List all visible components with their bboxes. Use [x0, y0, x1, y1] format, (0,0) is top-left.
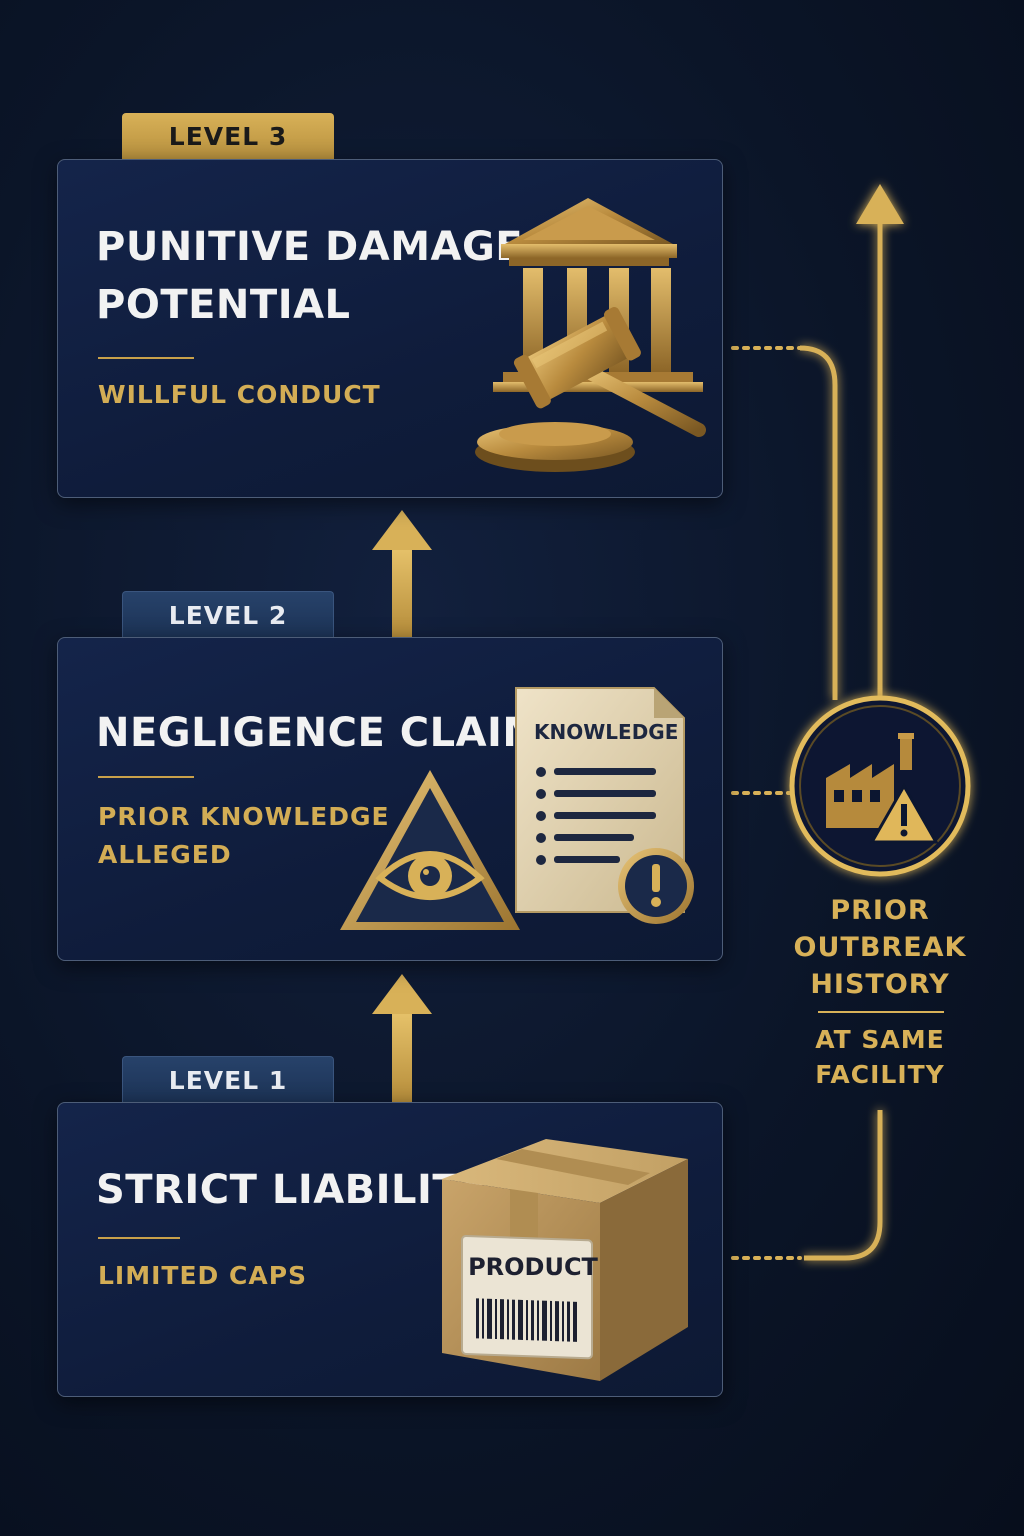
level2-title: NEGLIGENCE CLAIM	[96, 710, 543, 756]
eye-warning-document-icon	[340, 687, 694, 930]
factory-warning-icon	[826, 733, 939, 844]
level3-subtitle: WILLFUL CONDUCT	[98, 380, 381, 409]
box-label: PRODUCT	[468, 1253, 598, 1281]
arrow-level2-to-level3	[372, 510, 432, 638]
level1-title: STRICT LIABILITY	[96, 1167, 490, 1213]
factor-detail-line1: AT SAME	[815, 1025, 945, 1054]
arrow-level1-to-level2	[372, 974, 432, 1104]
escalation-path	[799, 184, 904, 1261]
level3-card: PUNITIVE DAMAGES POTENTIAL WILLFUL CONDU…	[57, 159, 723, 498]
courthouse-gavel-icon	[475, 198, 706, 472]
factor-label-line3: HISTORY	[810, 969, 950, 1000]
factor-label-line1: PRIOR	[830, 895, 930, 926]
level2-tab: LEVEL 2	[122, 591, 334, 638]
level3-rule	[98, 357, 194, 359]
factor-label-line2: OUTBREAK	[793, 932, 967, 963]
level1-subtitle: LIMITED CAPS	[98, 1261, 308, 1290]
document-label: KNOWLEDGE	[534, 720, 679, 744]
level2-subtitle-line1: PRIOR KNOWLEDGE	[98, 802, 390, 831]
level2-card: NEGLIGENCE CLAIM PRIOR KNOWLEDGE ALLEGED	[57, 637, 723, 961]
product-box-icon	[442, 1139, 688, 1381]
level3-title-line1: PUNITIVE DAMAGES	[96, 224, 553, 270]
factor-label: PRIOR OUTBREAK HISTORY	[790, 892, 970, 1003]
exclamation-badge-icon	[618, 848, 694, 924]
factor-detail: AT SAME FACILITY	[790, 1022, 970, 1092]
level1-rule	[98, 1237, 180, 1239]
level2-rule	[98, 776, 194, 778]
level1-tab: LEVEL 1	[122, 1056, 334, 1103]
level2-subtitle: PRIOR KNOWLEDGE ALLEGED	[98, 798, 390, 874]
factor-detail-line2: FACILITY	[815, 1060, 945, 1089]
level3-title: PUNITIVE DAMAGES POTENTIAL	[96, 218, 552, 334]
barcode	[476, 1298, 577, 1342]
level3-title-line2: POTENTIAL	[96, 282, 351, 328]
level3-tab: LEVEL 3	[122, 113, 334, 159]
level2-subtitle-line2: ALLEGED	[98, 840, 232, 869]
level1-card: STRICT LIABILITY LIMITED CAPS	[57, 1102, 723, 1397]
eye-icon	[340, 770, 520, 930]
